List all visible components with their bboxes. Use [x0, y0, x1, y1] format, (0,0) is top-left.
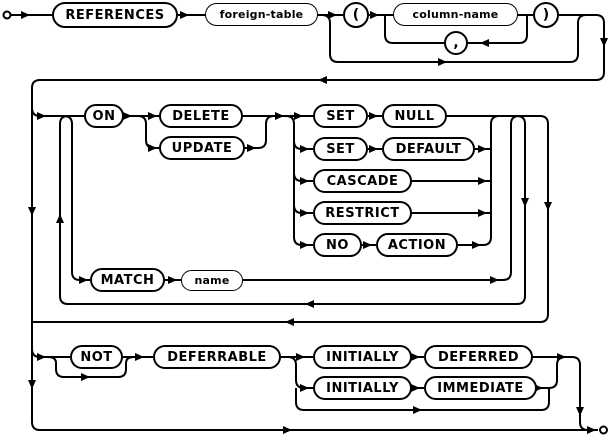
- arrowheads: [21, 11, 608, 434]
- node-deferred: DEFERRED: [424, 345, 533, 369]
- node-set-2: SET: [313, 137, 368, 161]
- node-references: REFERENCES: [52, 2, 178, 28]
- node-foreign-table: foreign-table: [205, 3, 318, 26]
- node-initially-1: INITIALLY: [313, 345, 412, 369]
- node-cascade: CASCADE: [313, 169, 412, 193]
- node-set-1: SET: [313, 104, 368, 128]
- close-paren-terminal: ): [533, 2, 559, 28]
- node-name: name: [181, 270, 243, 291]
- open-paren-terminal: (: [343, 2, 369, 28]
- node-match: MATCH: [90, 268, 165, 292]
- start-terminal: [2, 10, 12, 20]
- node-update: UPDATE: [159, 136, 245, 160]
- node-default: DEFAULT: [382, 137, 475, 161]
- node-not: NOT: [70, 345, 123, 369]
- node-on: ON: [84, 104, 124, 128]
- node-initially-2: INITIALLY: [313, 376, 412, 400]
- node-delete: DELETE: [159, 104, 243, 128]
- node-null: NULL: [382, 104, 447, 128]
- node-restrict: RESTRICT: [313, 201, 412, 225]
- node-no: NO: [313, 233, 362, 257]
- comma-terminal: ,: [444, 31, 468, 55]
- end-terminal: [599, 425, 608, 435]
- node-column-name: column-name: [393, 3, 518, 26]
- node-action: ACTION: [376, 233, 458, 257]
- node-immediate: IMMEDIATE: [424, 376, 537, 400]
- node-deferrable: DEFERRABLE: [153, 345, 281, 369]
